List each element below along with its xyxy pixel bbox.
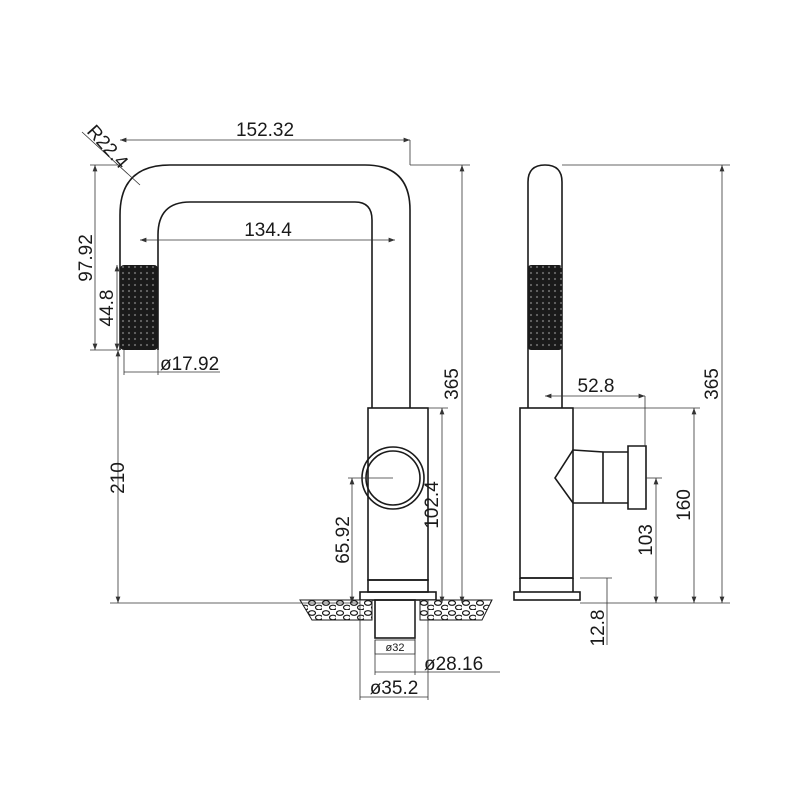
dim-103: 103: [636, 524, 657, 556]
knurled-grip: [120, 265, 158, 350]
side-spout: [527, 164, 563, 408]
dim-210: 210: [108, 462, 129, 494]
countertop-left: [299, 599, 373, 621]
side-flange: [513, 591, 581, 601]
dim-152-32: 152.32: [236, 120, 294, 141]
dim-65-92: 65.92: [333, 516, 354, 564]
flange: [359, 591, 437, 601]
dim-97-92: 97.92: [76, 234, 97, 282]
dim-134-4: 134.4: [244, 220, 292, 241]
side-handle: [554, 445, 647, 510]
front-view: ø32 152.32 R22.4 134.4 97.92 44.8 ø17.92…: [76, 120, 500, 700]
tail: [374, 599, 416, 639]
dim-radius: R22.4: [82, 121, 132, 173]
side-view: 52.8 365 160 103 12.8: [513, 164, 730, 647]
dim-35-2: ø35.2: [370, 678, 419, 699]
dim-102-4: 102.4: [422, 481, 443, 529]
dim-44-8: 44.8: [97, 290, 118, 327]
countertop-right: [419, 599, 493, 621]
dim-160: 160: [674, 489, 695, 521]
dim-365-front: 365: [442, 368, 463, 400]
side-knurled-grip: [528, 265, 562, 350]
base-ring: [367, 579, 429, 593]
spout-outer: [119, 164, 411, 408]
dim-28-16: ø28.16: [424, 654, 483, 675]
dim-365-side: 365: [702, 368, 723, 400]
tail-diameter-label: ø32: [386, 642, 405, 654]
dim-12-8: 12.8: [588, 610, 609, 647]
dim-52-8: 52.8: [578, 376, 615, 397]
dim-17-92: ø17.92: [160, 354, 219, 375]
spout-inner: [157, 201, 373, 408]
